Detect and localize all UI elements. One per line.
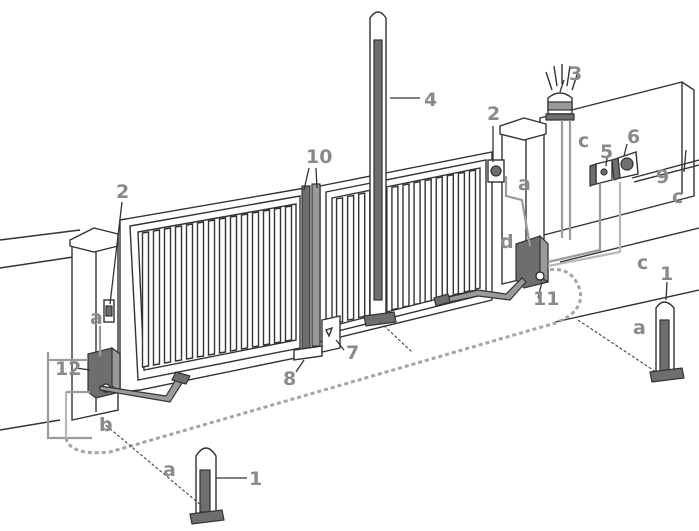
left-wall xyxy=(0,229,81,431)
gate-bar xyxy=(141,231,150,368)
gate-bar xyxy=(357,192,366,319)
photocell-column-right xyxy=(649,301,685,383)
label-11: 11 xyxy=(533,288,559,310)
gate-bar xyxy=(185,223,194,360)
photocell-column-bottom xyxy=(189,447,225,525)
cable-label-a-left: a xyxy=(90,307,103,329)
gate-bar xyxy=(218,217,227,354)
cable-label-c-mid: c xyxy=(637,252,648,274)
label-1-bottom: 1 xyxy=(249,468,262,490)
left-gate-leaf xyxy=(119,187,306,393)
gate-bar xyxy=(457,171,466,295)
operator-right xyxy=(433,234,549,307)
gate-bar xyxy=(229,215,238,352)
gate-bar xyxy=(240,213,249,350)
main-switch xyxy=(611,151,639,181)
operator-left xyxy=(87,346,191,403)
cables xyxy=(46,120,699,455)
electric-lock xyxy=(321,315,341,353)
cable-label-a-right-bottom: a xyxy=(633,317,646,339)
sensitive-edge xyxy=(293,183,323,361)
leader-lines xyxy=(75,79,687,479)
photocell-right-pillar xyxy=(487,159,505,183)
gate-bar xyxy=(273,207,282,344)
label-5: 5 xyxy=(600,141,613,163)
right-gate-leaf xyxy=(319,151,493,343)
gate-bar xyxy=(468,169,477,293)
gate-bar xyxy=(284,205,293,342)
cable-label-a-right: a xyxy=(518,173,531,195)
gate-bar xyxy=(174,225,183,362)
cable-label-a-bottom: a xyxy=(163,459,176,481)
gate-bar xyxy=(435,176,443,300)
label-3: 3 xyxy=(569,63,582,85)
gate-bar xyxy=(446,173,455,298)
cable-label-d: d xyxy=(500,231,514,253)
photocell-column-top xyxy=(363,11,397,327)
gate-bar xyxy=(413,180,421,306)
label-4: 4 xyxy=(424,89,437,111)
label-1-right: 1 xyxy=(660,263,673,285)
label-12: 12 xyxy=(55,358,81,380)
gate-bar xyxy=(346,194,355,321)
label-8: 8 xyxy=(283,368,296,390)
cable-label-c-right: c xyxy=(672,186,683,208)
label-7: 7 xyxy=(346,342,359,364)
number-labels: 4 3 10 2 2 5 6 9 7 8 1 1 11 12 xyxy=(55,63,673,490)
flashing-light xyxy=(545,64,579,121)
label-2-left: 2 xyxy=(116,181,129,203)
gate-bar xyxy=(152,229,161,366)
label-9: 9 xyxy=(656,166,669,188)
label-10: 10 xyxy=(306,146,332,168)
gate-bar xyxy=(262,209,271,346)
gate-bar xyxy=(207,219,216,356)
gate-bar xyxy=(335,197,344,324)
photocell-left-pillar xyxy=(103,299,115,323)
cable-letters: a a a a b c c c d xyxy=(90,130,683,481)
gate-bar xyxy=(196,221,205,358)
gate-bar xyxy=(251,211,260,348)
cable-label-b: b xyxy=(99,414,113,436)
gate-bar xyxy=(391,185,399,311)
label-6: 6 xyxy=(627,126,640,148)
photocell-beams xyxy=(101,319,657,507)
gate-bar xyxy=(402,183,410,308)
cable-label-c-top: c xyxy=(578,130,589,152)
key-selector xyxy=(589,159,613,187)
gate-bar xyxy=(163,227,172,364)
label-2-right: 2 xyxy=(487,103,500,125)
gate-bar xyxy=(424,178,432,303)
